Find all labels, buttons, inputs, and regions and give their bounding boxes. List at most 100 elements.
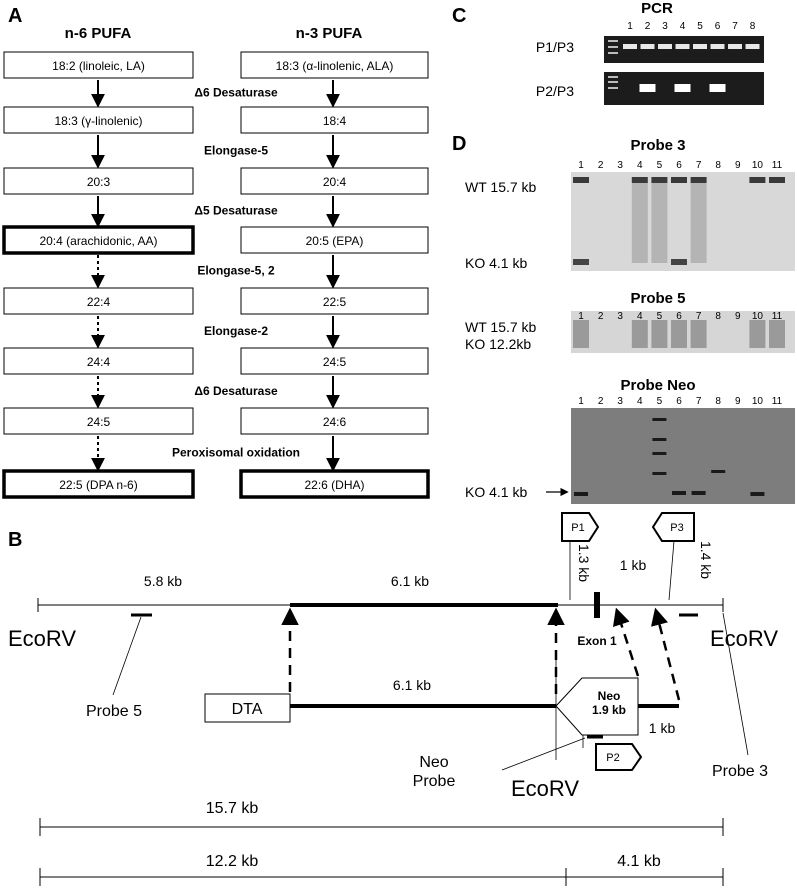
pcr-band-p2p3 — [709, 84, 726, 92]
primer-p3-label: P3 — [670, 522, 683, 534]
panel-label-d: D — [452, 133, 466, 155]
pcr-ladder-band — [608, 52, 618, 54]
blot-lane-number: 2 — [598, 311, 604, 322]
enzyme-label: Elongase-5, 2 — [197, 264, 275, 278]
dta-label: DTA — [232, 701, 263, 718]
exon1-label: Exon 1 — [577, 634, 617, 648]
label-12-2kb: 12.2 kb — [206, 853, 259, 870]
blot-lane-number: 8 — [715, 396, 721, 407]
probe3-wt-band — [769, 177, 785, 183]
neo-ko-band — [574, 492, 588, 496]
southern-bands — [573, 177, 785, 496]
probe5-band — [690, 320, 707, 348]
fatty-acid-box — [3, 51, 194, 79]
blot-lane-number: 9 — [735, 396, 741, 407]
blot-lane-number: 5 — [657, 160, 663, 171]
pcr-band-p1p3 — [745, 44, 760, 49]
blot-lane-number: 8 — [715, 160, 721, 171]
probe3-wt-band — [671, 177, 687, 183]
blot-lane-number: 9 — [735, 311, 741, 322]
label-6-1kb-bottom: 6.1 kb — [393, 677, 431, 693]
ecorv-right-label: EcoRV — [710, 626, 778, 651]
fatty-acid-box — [3, 287, 194, 315]
pcr-band-p1p3 — [675, 44, 690, 49]
neo-ko-band — [691, 491, 706, 495]
blot-lane-number: 10 — [752, 396, 764, 407]
fatty-acid-label: 22:5 (DPA n-6) — [59, 478, 137, 492]
fatty-acid-box — [3, 407, 194, 435]
pcr-ladder-band — [608, 76, 618, 78]
pcr-band-p2p3 — [674, 84, 691, 92]
n6-pufa-header: n-6 PUFA — [65, 25, 132, 42]
ecorv-bottom-label: EcoRV — [511, 776, 579, 801]
probe5-band — [749, 320, 766, 348]
fatty-acid-label: 24:4 — [87, 355, 111, 369]
pcr-band-p1p3 — [693, 44, 707, 49]
blot-lane-number: 10 — [752, 311, 764, 322]
blot-lane-number: 10 — [752, 160, 764, 171]
pcr-ladder-band — [608, 81, 618, 83]
enzyme-label: Δ5 Desaturase — [194, 204, 278, 218]
blot-lane-number: 11 — [772, 160, 783, 171]
probe3-wt-band — [690, 177, 707, 183]
fatty-acid-label: 24:5 — [323, 355, 347, 369]
neo-ko-band — [672, 491, 686, 495]
fatty-acid-label: 18:2 (linoleic, LA) — [52, 59, 145, 73]
pcr-bands — [608, 40, 760, 92]
fatty-acid-box — [240, 167, 429, 195]
pcr-title: PCR — [641, 0, 673, 17]
probe3-wt-band — [651, 177, 668, 183]
panel-label-c: C — [452, 5, 466, 27]
pcr-row1-label: P1/P3 — [536, 39, 574, 55]
blot-lane-number: 5 — [657, 311, 663, 322]
fatty-acid-box — [240, 106, 429, 134]
pcr-row2-label: P2/P3 — [536, 83, 574, 99]
blot-lane-number: 11 — [772, 311, 783, 322]
pcr-lane-number: 2 — [645, 21, 651, 32]
fatty-acid-box — [240, 287, 429, 315]
fatty-acid-label: 20:3 — [87, 175, 111, 189]
probe3-wt-band — [573, 177, 589, 183]
probe5-band — [631, 320, 648, 348]
enzyme-label: Δ6 Desaturase — [194, 86, 278, 100]
blot-lane-number: 1 — [578, 160, 584, 171]
probe3-ko-band — [573, 259, 589, 265]
blot-lane-number: 9 — [735, 160, 741, 171]
pcr-lane-number: 3 — [662, 21, 668, 32]
probe-neo-ko-label: KO 4.1 kb — [465, 484, 527, 500]
label-1-3kb: 1.3 kb — [576, 544, 592, 582]
probe5-label: Probe 5 — [86, 703, 142, 720]
blot-lane-number: 3 — [617, 396, 623, 407]
n3-pufa-header: n-3 PUFA — [296, 25, 363, 42]
fatty-acid-box — [240, 226, 429, 254]
p3-pointer — [668, 540, 675, 601]
fatty-acid-label: 20:4 — [323, 175, 347, 189]
fatty-acid-label: 24:5 — [87, 415, 111, 429]
probe-neo-blot — [571, 408, 795, 504]
label-1kb-top: 1 kb — [620, 557, 647, 573]
blot-lane-number: 5 — [657, 396, 663, 407]
pcr-lane-number: 8 — [750, 21, 756, 32]
fatty-acid-label: 20:5 (EPA) — [306, 234, 364, 248]
blot-lane-number: 11 — [772, 396, 783, 407]
pcr-lane-number: 6 — [715, 21, 721, 32]
panel-label-a: A — [8, 5, 22, 27]
ecorv-left-label: EcoRV — [8, 626, 76, 651]
probe5-band — [769, 320, 785, 348]
primer-p2-label: P2 — [606, 752, 619, 764]
primer-p1 — [561, 512, 600, 542]
fatty-acid-box — [240, 51, 429, 79]
pcr-band-p1p3 — [710, 44, 725, 49]
dta-box — [204, 693, 291, 723]
fatty-acid-box — [2, 469, 195, 499]
probe3-blot — [571, 172, 795, 271]
probe5-ko-label: KO 12.2kb — [465, 336, 531, 352]
pcr-gel-p1p3 — [604, 36, 764, 63]
probe5-band — [651, 320, 668, 348]
fatty-acid-label: 22:5 — [323, 295, 347, 309]
blot-lane-number: 7 — [696, 311, 702, 322]
label-15-7kb: 15.7 kb — [206, 800, 259, 817]
